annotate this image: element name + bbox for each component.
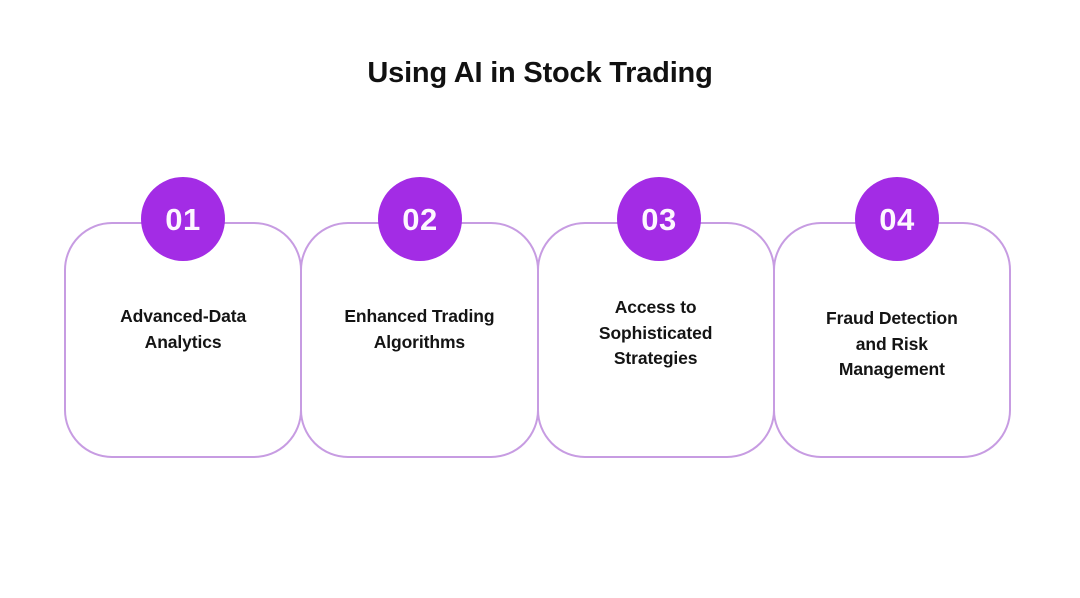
page-title: Using AI in Stock Trading: [367, 57, 713, 89]
step-number-badge-03[interactable]: 03: [617, 177, 701, 261]
step-number-badge-02[interactable]: 02: [378, 177, 462, 261]
card-01-line-2: Analytics: [144, 331, 222, 352]
card-03-line-1: Access to: [614, 297, 697, 317]
card-01-line-1: Advanced-Data: [120, 306, 247, 326]
card-04-line-1: Fraud Detection: [826, 308, 958, 328]
card-01-label: Advanced-Data Analytics: [72, 304, 294, 355]
card-03-line-3: Strategies: [613, 348, 698, 369]
card-02-label: Enhanced Trading Algorithms: [308, 304, 530, 355]
card-03-label: Access to Sophisticated Strategies: [545, 295, 767, 372]
card-04-label: Fraud Detection and Risk Management: [781, 306, 1003, 383]
step-number-badge-04[interactable]: 04: [855, 177, 939, 261]
card-04-line-3: Management: [838, 359, 945, 380]
card-03-line-2: Sophisticated: [598, 322, 713, 343]
card-02-line-1: Enhanced Trading: [344, 306, 495, 326]
card-04-line-2: and Risk: [855, 333, 928, 354]
card-02-line-2: Algorithms: [373, 331, 466, 352]
step-number-badge-01[interactable]: 01: [141, 177, 225, 261]
cards-row: Advanced-Data Analytics Enhanced Trading…: [64, 222, 1017, 458]
card-04[interactable]: Fraud Detection and Risk Management: [772, 222, 1011, 458]
